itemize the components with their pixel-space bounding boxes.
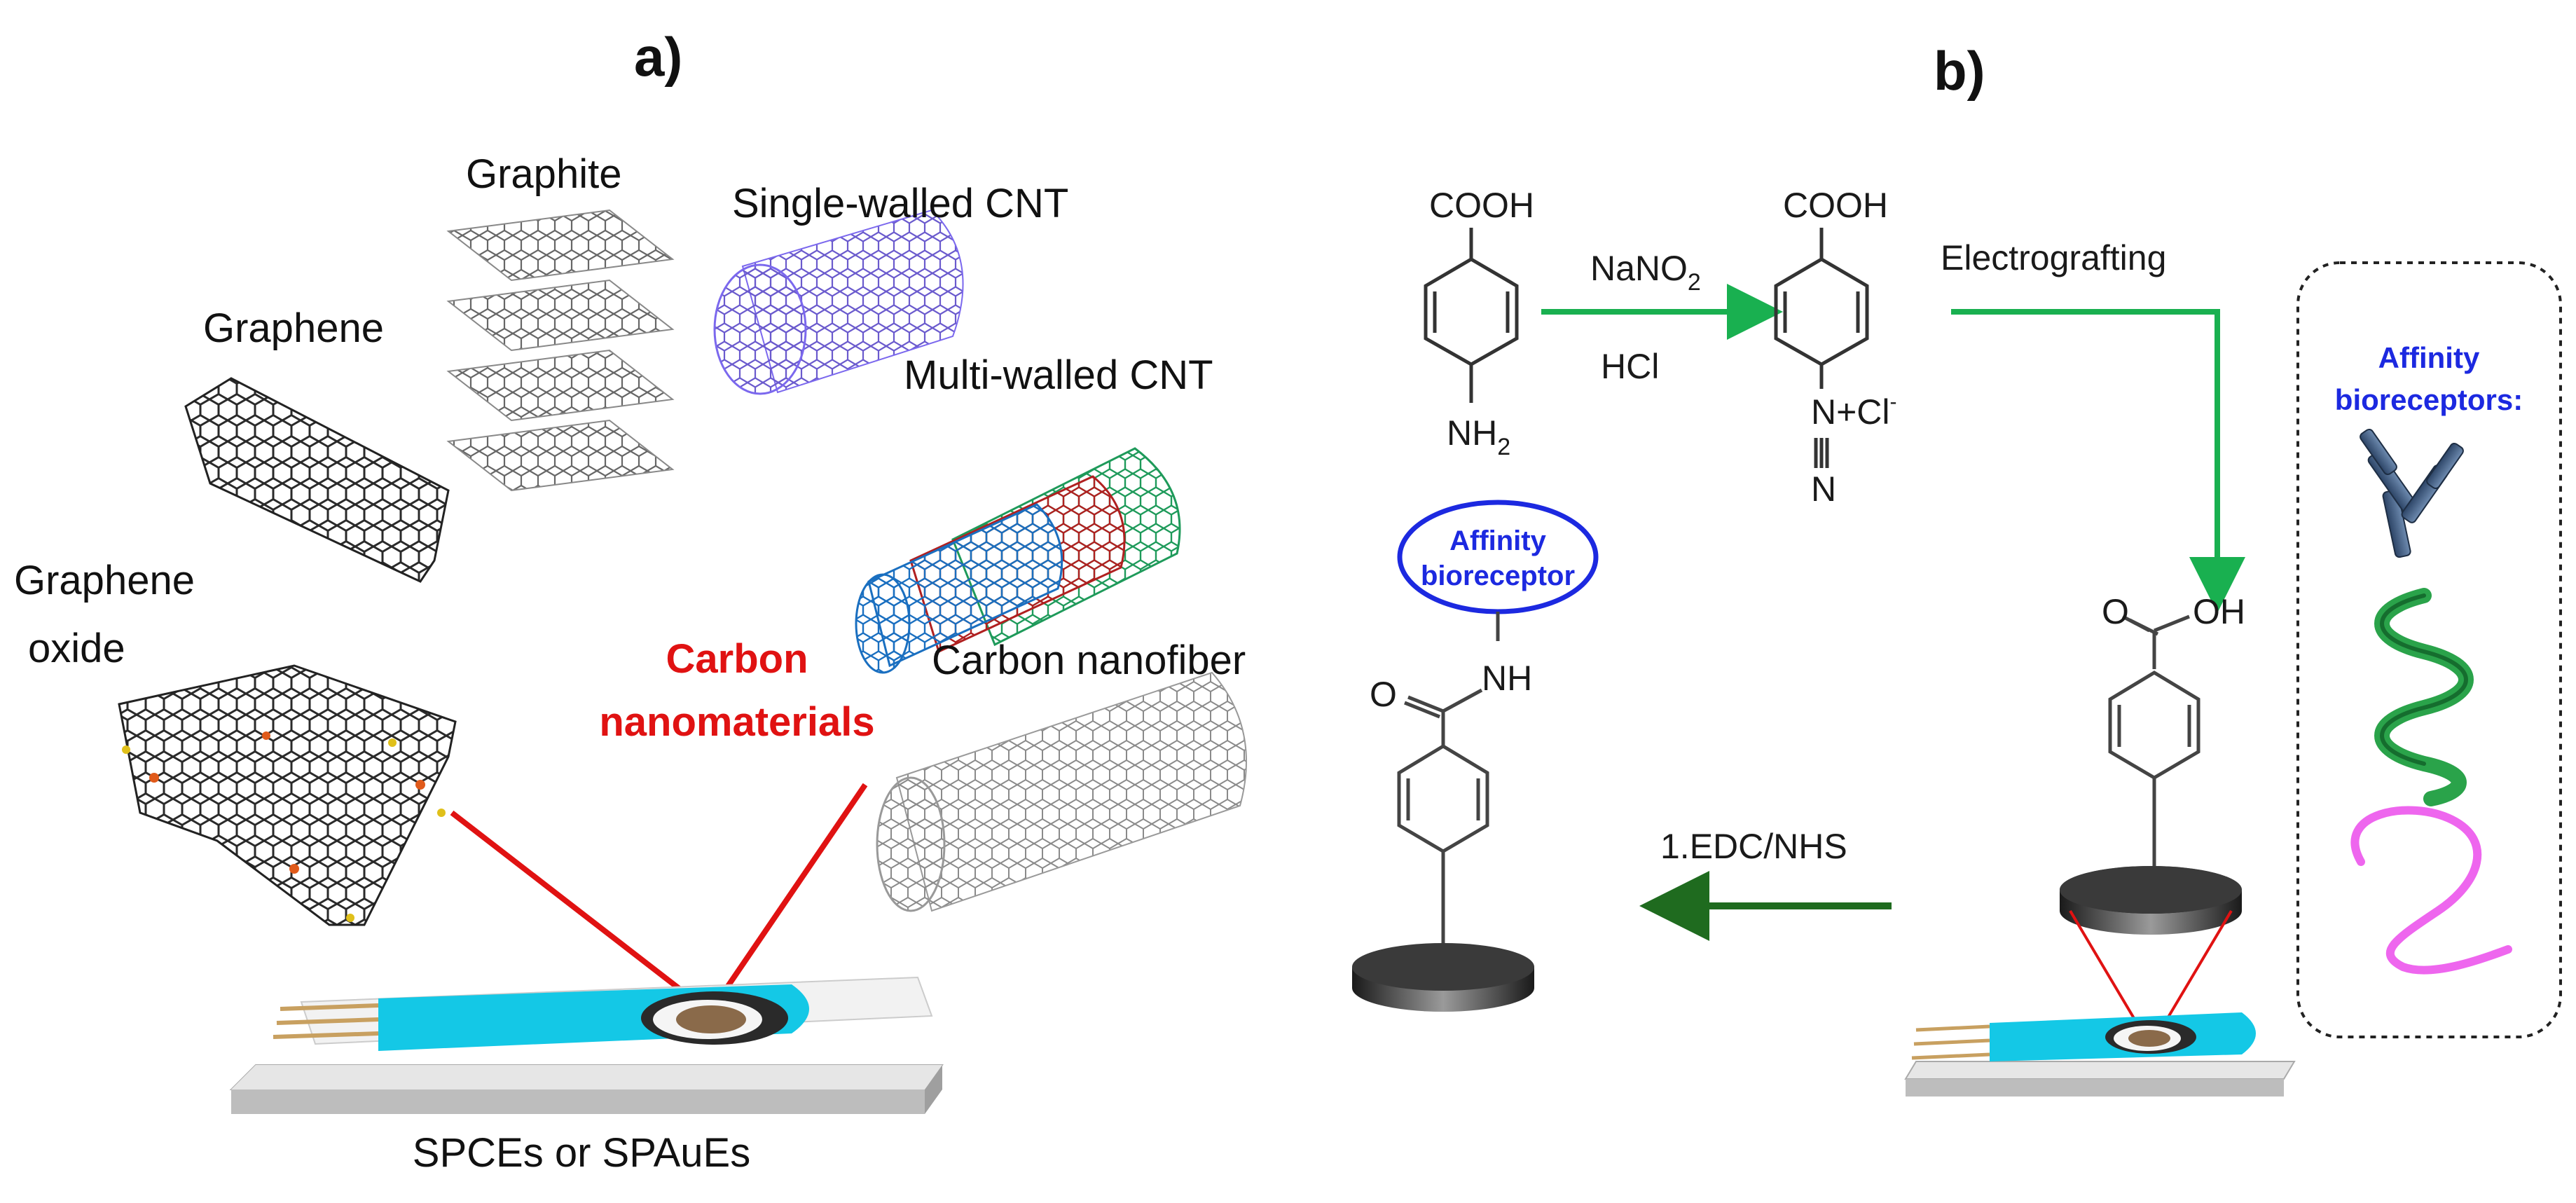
electrode-caption: SPCEs or SPAuEs [413, 1130, 750, 1176]
graphene-label: Graphene [203, 305, 384, 351]
aptamer-icon [2374, 588, 2474, 806]
cnm-label-line2: nanomaterials [599, 699, 874, 745]
cnf-label: Carbon nanofiber [932, 638, 1246, 683]
peptide-icon [2350, 806, 2512, 975]
cnm-label-line1: Carbon [666, 636, 808, 682]
bioreceptors-box [2296, 261, 2562, 1038]
diazonium-text: N+Cl- [1811, 390, 1897, 432]
carbon-nanofiber-illustration [876, 671, 1247, 912]
cooh-1: COOH [1429, 186, 1534, 225]
antibody-icon [2360, 428, 2464, 558]
bioreceptor-label-line1: Affinity [1449, 525, 1547, 556]
electrografting-text: Electrografting [1941, 238, 2166, 277]
panel-b-label: b) [1934, 40, 1985, 102]
zoom-line-left [2069, 909, 2138, 1024]
nano2-text: NaNO2 [1590, 249, 1701, 296]
electrode-disk-right [2060, 866, 2242, 935]
graphite-illustration [446, 209, 675, 492]
panel-a-label: a) [634, 26, 682, 88]
mwcnt-illustration [855, 447, 1181, 674]
swcnt-illustration [713, 209, 964, 395]
nh-link-text: NH [1482, 659, 1532, 698]
graphene-oxide-label-line1: Graphene [14, 558, 195, 603]
swcnt-label: Single-walled CNT [732, 181, 1068, 226]
nh2-text: NH2 [1447, 413, 1510, 460]
red-line-right [705, 783, 868, 1018]
aminobenzoic-acid-structure [1424, 228, 1519, 403]
graphene-oxide-label-line2: oxide [28, 626, 125, 671]
small-screen-printed-electrode [1904, 1012, 2296, 1097]
carbonyl-o-right: O [2102, 592, 2129, 631]
n-terminal-text: N [1811, 469, 1836, 509]
zoom-line-right [2163, 909, 2233, 1024]
bioreceptor-ellipse [1397, 500, 1599, 614]
bioreceptor-label-line2: bioreceptor [1421, 561, 1575, 591]
mwcnt-label: Multi-walled CNT [904, 352, 1213, 398]
screen-printed-electrode [229, 976, 944, 1114]
electrode-disk-left [1352, 943, 1534, 1012]
grafted-benzoic-acid [2108, 614, 2200, 886]
box-title-line2: bioreceptors: [2335, 383, 2523, 416]
edc-text: 1.EDC/NHS [1660, 827, 1847, 866]
arrow-electrografting [1951, 309, 2245, 613]
cooh-2: COOH [1783, 186, 1888, 225]
carbonyl-o-left: O [1370, 675, 1397, 714]
graphite-label: Graphite [466, 151, 621, 197]
hcl-text: HCl [1601, 347, 1659, 386]
graphene-oxide-illustration [118, 664, 457, 926]
red-line-left [450, 810, 717, 1019]
oh-text: OH [2193, 592, 2245, 631]
diazonium-structure [1774, 228, 1869, 468]
box-title-line1: Affinity [2378, 341, 2480, 374]
graphene-illustration [184, 377, 450, 583]
